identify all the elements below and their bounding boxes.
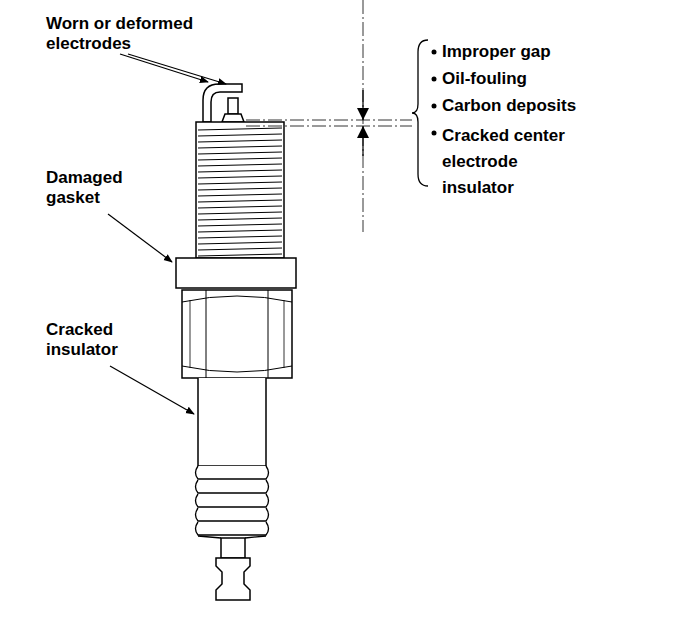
callout-label: Worn or deformed electrodes [46,14,216,54]
hex-nut [182,290,292,378]
gap-dimension [246,0,428,232]
leader-lines [108,54,226,414]
fault-item: Oil-fouling [442,69,672,89]
bullets [432,50,437,136]
bracket [412,40,428,186]
callout-label: Damaged gasket [46,168,156,208]
insulator [198,378,266,466]
electrode-insulator-tip [222,114,244,122]
threaded-body [196,122,284,258]
terminal-neck [221,538,245,558]
fault-item: Carbon deposits [442,96,672,116]
center-electrode [228,98,238,114]
fault-item: Improper gap [442,42,672,62]
fault-item: Cracked center electrode insulator [442,123,592,201]
callout-label: Cracked insulator [46,320,156,360]
terminal-nut [216,558,250,600]
gasket [176,258,296,288]
